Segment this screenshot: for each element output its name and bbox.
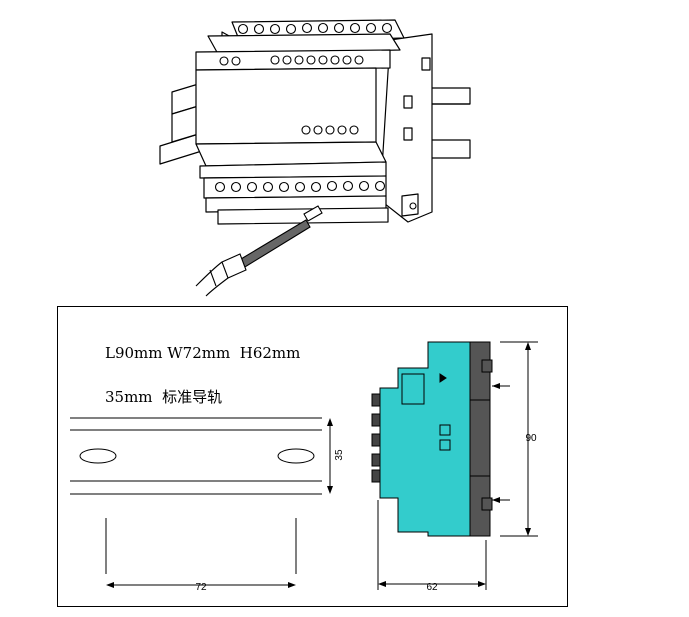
module-height-label: 90 <box>525 433 537 444</box>
module-side-view <box>371 341 493 537</box>
module-isometric-illustration <box>159 19 471 225</box>
module-dimension-arrows <box>378 342 531 587</box>
module-depth-label: 62 <box>426 582 438 593</box>
module-dimensions-spec: L90mm W72mm H62mm <box>105 344 301 362</box>
bottom-terminal-screws <box>214 180 417 210</box>
rail-dimension-arrows <box>106 418 333 588</box>
module-body <box>379 341 471 537</box>
rail-slot-right <box>277 448 315 464</box>
din-rail-drawing <box>70 417 331 586</box>
rail-width-label: 72 <box>195 582 207 593</box>
top-terminal-screws <box>219 22 393 135</box>
screwdriver-illustration <box>195 205 323 297</box>
rail-slot-left <box>79 448 117 464</box>
rail-type-spec: 35mm 标准导轨 <box>105 388 223 406</box>
dimension-frame <box>57 306 568 607</box>
rail-height-label: 35 <box>334 449 345 461</box>
module-dimension-lines <box>377 341 538 590</box>
